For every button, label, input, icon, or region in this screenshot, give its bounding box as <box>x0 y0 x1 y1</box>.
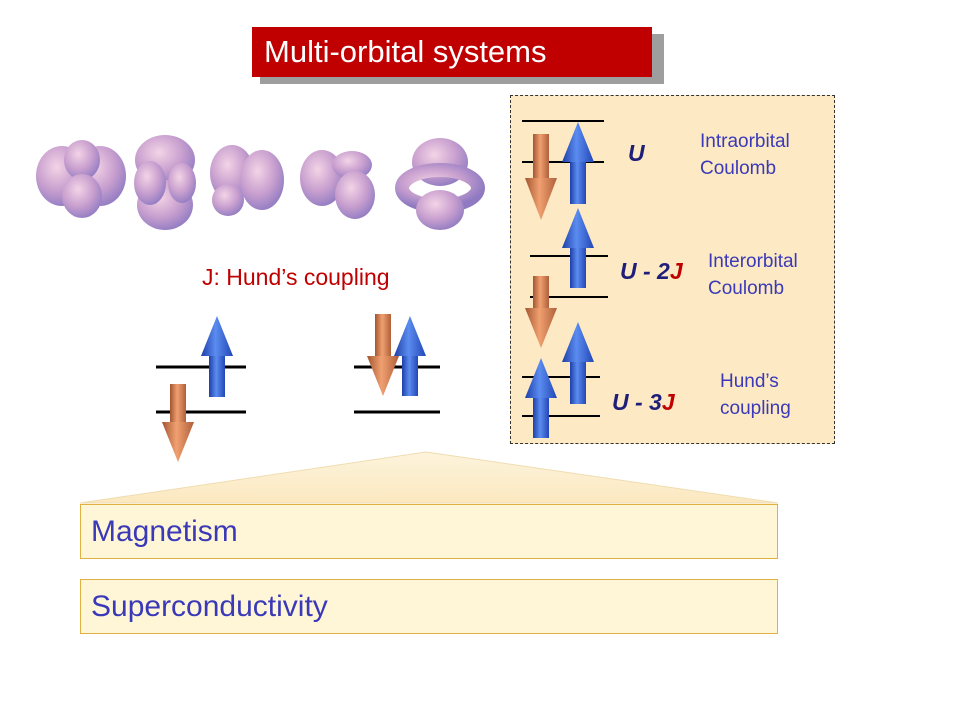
phenomenon-superconductivity: Superconductivity <box>80 579 778 634</box>
spin-down-arrow-icon <box>162 384 194 462</box>
d-orbital-xy-icon <box>36 140 126 218</box>
interorbital-description: Interorbital Coulomb <box>708 251 798 299</box>
page-title: Multi-orbital systems <box>252 27 652 77</box>
d-orbital-z2-icon <box>395 138 485 230</box>
hund-diagram-paired <box>354 314 440 414</box>
spin-up-arrow-icon <box>201 316 233 397</box>
spin-up-arrow-icon <box>394 316 426 396</box>
d-orbital-yz-icon <box>210 145 284 216</box>
hund-diagram-parallel <box>156 316 246 462</box>
interaction-label-hund: U - 3J <box>612 389 675 415</box>
d-orbital-xz-icon <box>134 135 196 230</box>
interaction-label-interorbital: U - 2J <box>620 258 683 284</box>
spin-down-arrow-icon <box>367 314 399 396</box>
d-orbital-x2y2-icon <box>300 150 375 219</box>
hund-description: Hund’s coupling <box>720 371 791 419</box>
zoom-fan <box>79 451 779 504</box>
intraorbital-description: Intraorbital Coulomb <box>700 131 790 179</box>
interaction-label-intraorbital: U <box>628 140 645 166</box>
hund-coupling-label: J: Hund’s coupling <box>202 264 390 290</box>
phenomenon-magnetism: Magnetism <box>80 504 778 559</box>
